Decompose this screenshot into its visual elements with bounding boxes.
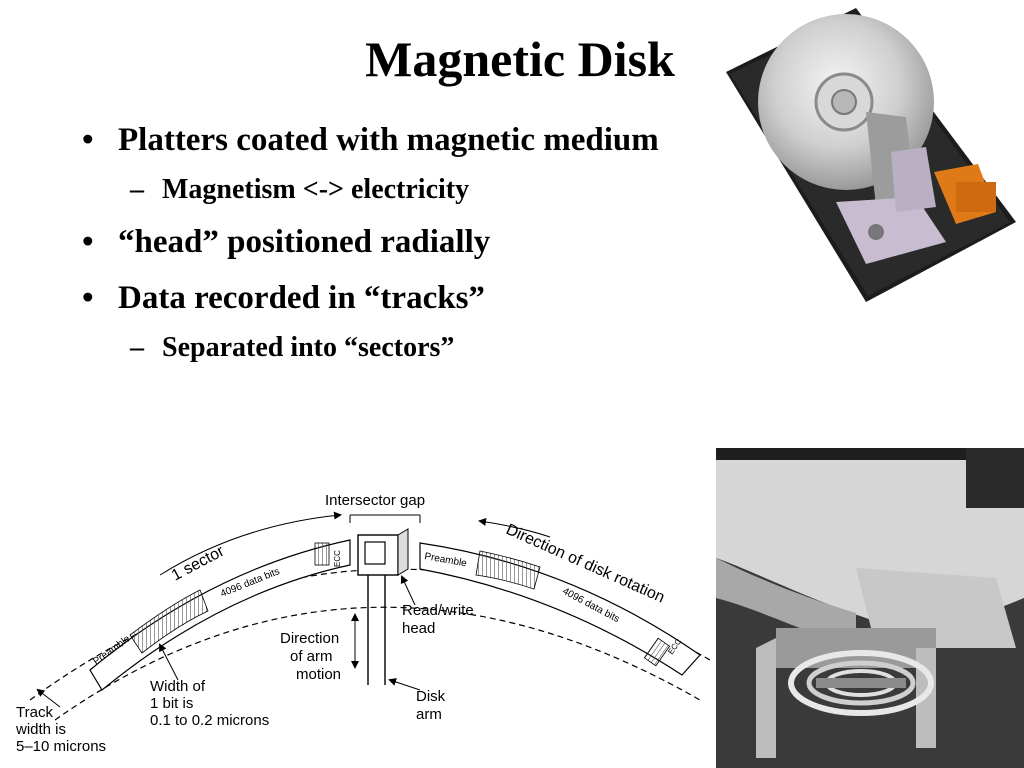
slide-title: Magnetic Disk xyxy=(365,31,675,87)
hard-drive-photo xyxy=(726,8,1016,302)
sub-bullet-sectors: Separated into “sectors” xyxy=(78,328,718,368)
read-write-head-photo xyxy=(716,448,1024,768)
label-arm-motion: Direction of arm motion xyxy=(280,630,343,683)
sub-bullet-magnetism: Magnetism <-> electricity xyxy=(78,170,718,210)
bits-hatch-left xyxy=(129,589,209,654)
disk-track-diagram: Intersector gap 1 sector Direction of di… xyxy=(15,492,710,755)
track-inner-boundary xyxy=(54,606,701,721)
bits-hatch-right xyxy=(475,550,541,590)
label-disk-arm: Disk arm xyxy=(416,688,449,723)
bullet-platters: Platters coated with magnetic medium xyxy=(78,118,718,162)
bullet-list: Platters coated with magnetic medium Mag… xyxy=(78,118,718,368)
label-one-sector: 1 sector xyxy=(169,542,228,584)
bullet-tracks: Data recorded in “tracks” xyxy=(78,276,718,320)
label-bit-width: Width of 1 bit is 0.1 to 0.2 microns xyxy=(150,678,269,729)
bullet-head: “head” positioned radially xyxy=(78,220,718,264)
label-read-write-head: Read/write head xyxy=(402,602,478,637)
label-intersector-gap: Intersector gap xyxy=(325,492,425,509)
label-ecc-left: ECC xyxy=(333,550,342,567)
ecc-box-right xyxy=(643,637,671,667)
ecc-box-left xyxy=(314,542,330,566)
label-track-width: Track width is 5–10 microns xyxy=(15,704,106,755)
